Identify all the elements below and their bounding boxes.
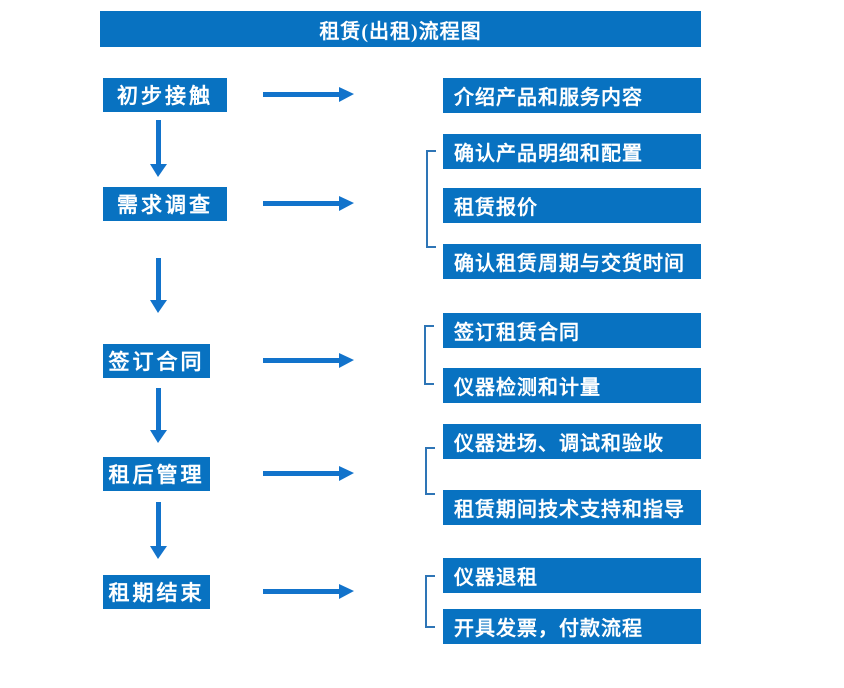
detail-instrument-acceptance: 仪器进场、调试和验收 (443, 424, 701, 459)
detail-rental-quotation: 租赁报价 (443, 188, 701, 223)
arrow-right-lease-end (263, 584, 354, 599)
detail-introduce-products: 介绍产品和服务内容 (443, 78, 701, 113)
detail-sign-rental-contract: 签订租赁合同 (443, 313, 701, 348)
step-sign-contract: 签订合同 (103, 344, 210, 378)
bracket-post-rental-group (425, 447, 435, 495)
bracket-lease-end-group (425, 575, 435, 628)
detail-confirm-period-delivery: 确认租赁周期与交货时间 (443, 244, 701, 279)
detail-technical-support: 租赁期间技术支持和指导 (443, 490, 701, 525)
detail-confirm-product-config: 确认产品明细和配置 (443, 134, 701, 169)
detail-instrument-testing: 仪器检测和计量 (443, 368, 701, 403)
arrow-down-step4-step5 (150, 502, 167, 559)
bracket-demand-survey-group (426, 150, 436, 248)
arrow-down-step1-step2 (150, 120, 167, 177)
arrow-right-sign-contract (263, 353, 354, 368)
detail-instrument-return: 仪器退租 (443, 558, 701, 593)
arrow-right-demand-survey (263, 196, 354, 211)
detail-invoice-payment: 开具发票，付款流程 (443, 609, 701, 644)
step-lease-end: 租期结束 (103, 575, 210, 609)
arrow-down-step3-step4 (150, 388, 167, 443)
step-demand-survey: 需求调查 (103, 187, 227, 221)
arrow-right-initial-contact (263, 87, 354, 102)
arrow-right-post-rental (263, 466, 354, 481)
step-post-rental-management: 租后管理 (103, 457, 210, 491)
step-initial-contact: 初步接触 (103, 78, 227, 112)
arrow-down-step2-step3 (150, 258, 167, 313)
flowchart-title: 租赁(出租)流程图 (100, 11, 701, 47)
bracket-sign-contract-group (424, 325, 434, 385)
